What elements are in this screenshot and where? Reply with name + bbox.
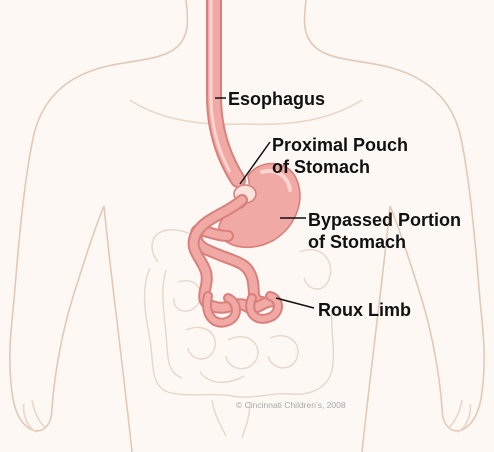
bypassed-portion-label-line2: of Stomach (308, 231, 461, 253)
proximal-pouch-label: Proximal Pouch of Stomach (272, 134, 408, 178)
esophagus-label: Esophagus (228, 88, 325, 110)
proximal-pouch-label-line1: Proximal Pouch (272, 134, 408, 156)
proximal-pouch-label-line2: of Stomach (272, 156, 408, 178)
roux-limb-label-text: Roux Limb (318, 300, 411, 320)
copyright-credit: © Cincinnati Children’s, 2008 (236, 400, 346, 410)
esophagus-label-text: Esophagus (228, 89, 325, 109)
roux-limb-label: Roux Limb (318, 299, 411, 321)
bypassed-portion-label-line1: Bypassed Portion (308, 209, 461, 231)
bypassed-portion-label: Bypassed Portion of Stomach (308, 209, 461, 253)
